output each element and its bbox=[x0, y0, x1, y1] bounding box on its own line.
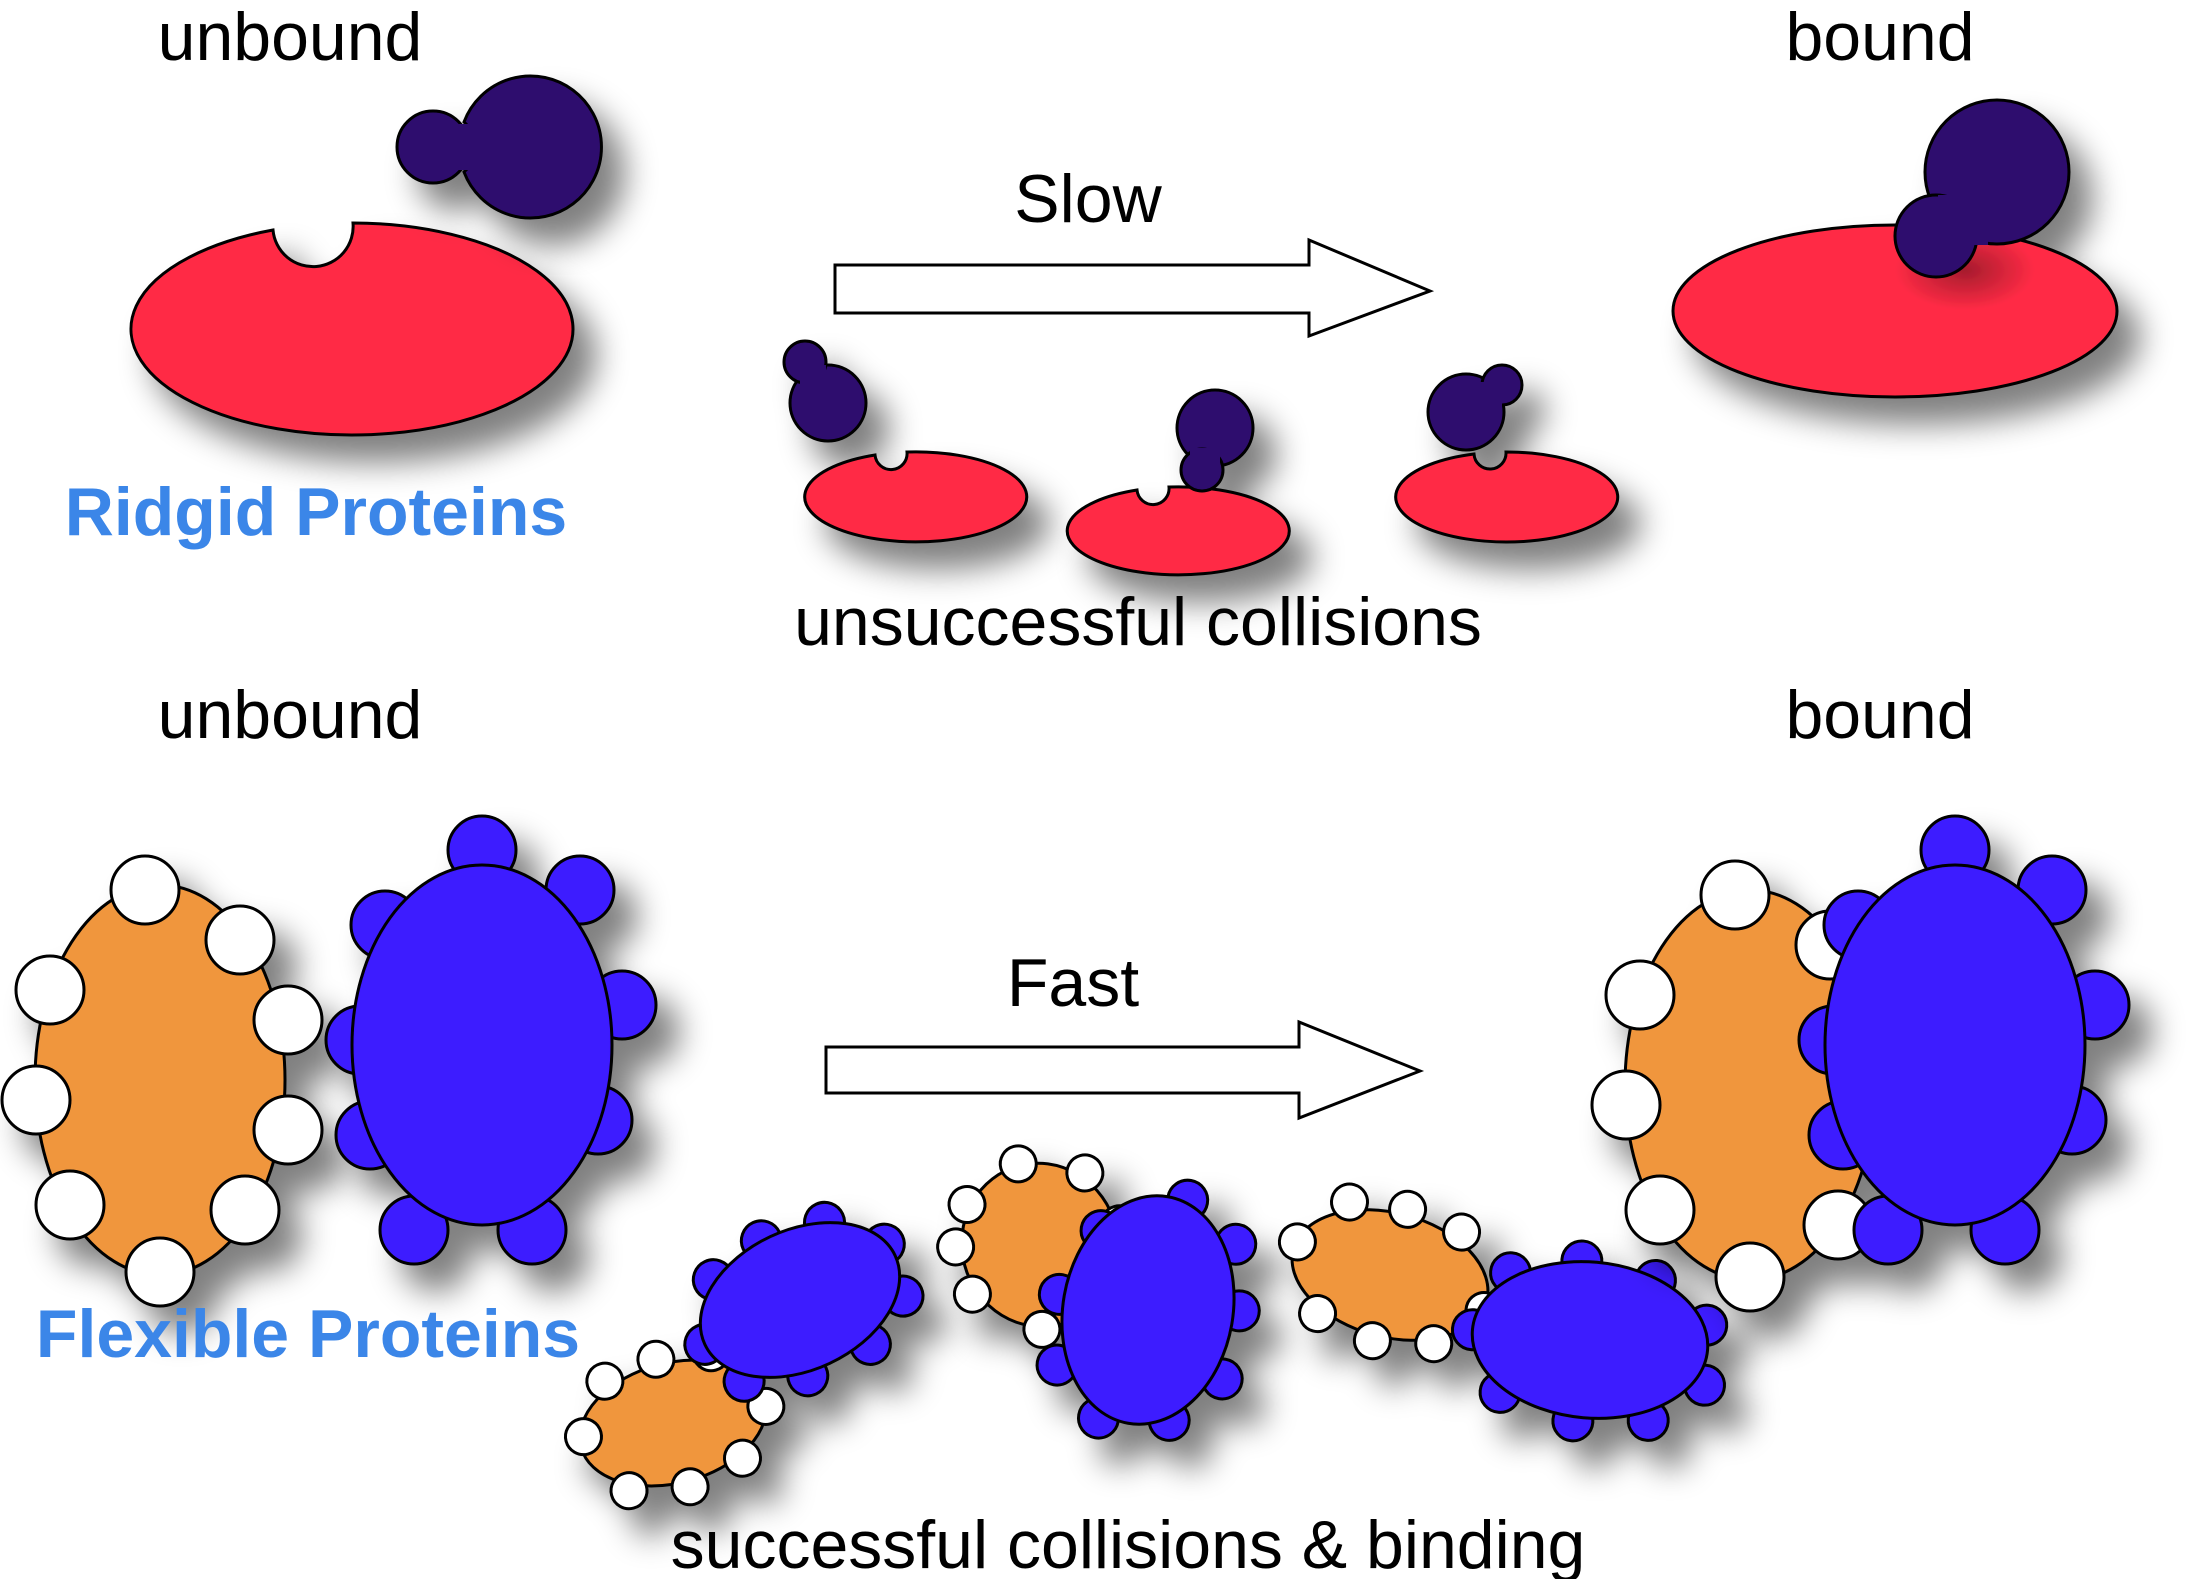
top-bound-label: bound bbox=[1785, 0, 1974, 75]
flexible-collision-2 bbox=[936, 1144, 1261, 1442]
bottom-bound-label: bound bbox=[1785, 677, 1974, 753]
flexible-complex-bound bbox=[1590, 814, 2131, 1313]
flexible-collision-3 bbox=[1277, 1182, 1729, 1443]
flexible-proteins-label: Flexible Proteins bbox=[36, 1296, 580, 1372]
rigid-proteins-label: Ridgid Proteins bbox=[65, 474, 567, 550]
successful-collisions-label: successful collisions & binding bbox=[671, 1507, 1586, 1579]
rigid-ligand-unbound bbox=[395, 74, 603, 220]
slow-label: Slow bbox=[1014, 161, 1162, 237]
rigid-collision-1 bbox=[782, 339, 1029, 544]
slow-arrow-icon bbox=[833, 237, 1435, 339]
rigid-collision-2 bbox=[1065, 388, 1291, 577]
rigid-collision-3 bbox=[1394, 363, 1620, 544]
flexible-receptor-unbound bbox=[0, 854, 324, 1308]
fast-label: Fast bbox=[1007, 945, 1139, 1021]
unsuccessful-collisions-label: unsuccessful collisions bbox=[794, 584, 1482, 660]
fast-arrow-icon bbox=[824, 1019, 1425, 1121]
top-unbound-label: unbound bbox=[158, 0, 423, 75]
flexible-ligand-unbound bbox=[324, 814, 658, 1266]
rigid-complex-bound bbox=[1671, 98, 2119, 399]
bottom-unbound-label: unbound bbox=[158, 677, 423, 753]
flexible-collision-1 bbox=[563, 1200, 925, 1511]
rigid-receptor-unbound bbox=[129, 221, 575, 437]
